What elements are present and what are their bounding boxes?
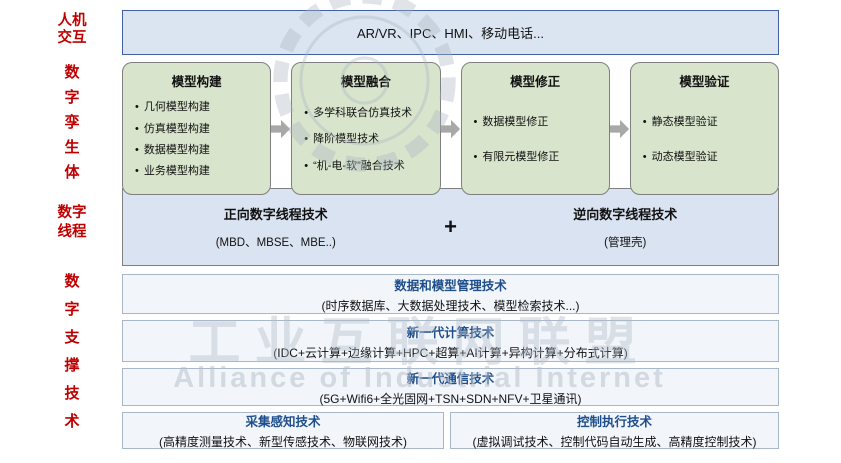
bar-title: 采集感知技术 bbox=[245, 415, 321, 429]
side-label-human-machine-interaction: 人机 交互 bbox=[57, 13, 87, 46]
model-box-item: 动态模型验证 bbox=[643, 151, 772, 165]
model-box-title: 模型验证 bbox=[679, 75, 730, 89]
model-box-item: 有限元模型修正 bbox=[474, 151, 603, 165]
forward-thread-section: 正向数字线程技术 (MBD、MBSE、MBE..) bbox=[123, 204, 429, 250]
model-process-row: 模型构建 几何模型构建 仿真模型构建 数据模型构建 业务模型构建 模型融合 多学… bbox=[122, 62, 779, 195]
right-arrow-icon bbox=[440, 119, 460, 138]
interaction-layer-text: AR/VR、IPC、HMI、移动电话... bbox=[356, 26, 545, 41]
model-box-item-list: 数据模型修正 有限元模型修正 bbox=[462, 90, 609, 194]
right-arrow-icon bbox=[271, 119, 291, 138]
reverse-thread-title: 逆向数字线程技术 bbox=[573, 207, 678, 222]
model-box-item-list: 多学科联合仿真技术 降阶模型技术 “机-电-软”融合技术 bbox=[292, 90, 439, 194]
side-label-digital-twin-body: 数 字 孪 生 体 bbox=[64, 64, 80, 181]
side-label-digital-support-tech: 数 字 支 撑 技 术 bbox=[64, 273, 80, 430]
next-gen-computing-bar: 新一代计算技术 (IDC+云计算+边缘计算+HPC+超算+AI计算+异构计算+分… bbox=[122, 320, 779, 362]
bar-subtitle: (IDC+云计算+边缘计算+HPC+超算+AI计算+异构计算+分布式计算) bbox=[273, 345, 628, 360]
model-box-item-list: 几何模型构建 仿真模型构建 数据模型构建 业务模型构建 bbox=[123, 90, 270, 194]
model-box-item: 几何模型构建 bbox=[135, 101, 264, 115]
bar-title: 新一代通信技术 bbox=[406, 371, 495, 386]
model-box-fusion: 模型融合 多学科联合仿真技术 降阶模型技术 “机-电-软”融合技术 bbox=[291, 62, 441, 195]
model-box-item: 业务模型构建 bbox=[135, 165, 264, 179]
model-box-correction: 模型修正 数据模型修正 有限元模型修正 bbox=[460, 62, 610, 195]
interaction-layer-bar: AR/VR、IPC、HMI、移动电话... bbox=[122, 10, 779, 55]
model-box-title: 模型构建 bbox=[171, 75, 222, 89]
control-execution-bar: 控制执行技术 (虚拟调试技术、控制代码自动生成、高精度控制技术) bbox=[450, 412, 779, 449]
model-box-item: 多学科联合仿真技术 bbox=[304, 107, 433, 121]
bar-subtitle: (时序数据库、大数据处理技术、模型检索技术...) bbox=[321, 298, 580, 313]
plus-sign: + bbox=[444, 214, 457, 239]
model-box-title: 模型修正 bbox=[510, 75, 561, 89]
digital-thread-bar: 正向数字线程技术 (MBD、MBSE、MBE..) + 逆向数字线程技术 (管理… bbox=[122, 188, 779, 266]
model-box-title: 模型融合 bbox=[340, 75, 391, 89]
model-box-item: 数据模型构建 bbox=[135, 144, 264, 158]
model-box-item: 降阶模型技术 bbox=[304, 133, 433, 147]
model-box-item: 数据模型修正 bbox=[474, 116, 603, 130]
data-model-management-bar: 数据和模型管理技术 (时序数据库、大数据处理技术、模型检索技术...) bbox=[122, 274, 779, 314]
reverse-thread-section: 逆向数字线程技术 (管理壳) bbox=[473, 204, 779, 250]
model-box-validation: 模型验证 静态模型验证 动态模型验证 bbox=[629, 62, 779, 195]
side-label-digital-thread: 数字 线程 bbox=[57, 205, 87, 240]
bar-subtitle: (5G+Wifi6+全光固网+TSN+SDN+NFV+卫星通讯) bbox=[319, 391, 582, 406]
forward-thread-title: 正向数字线程技术 bbox=[223, 207, 328, 222]
forward-thread-subtitle: (MBD、MBSE、MBE..) bbox=[215, 237, 336, 249]
model-box-item: 仿真模型构建 bbox=[135, 123, 264, 137]
bar-subtitle: (高精度测量技术、新型传感技术、物联网技术) bbox=[159, 435, 407, 449]
bar-title: 控制执行技术 bbox=[576, 415, 652, 429]
bar-title: 新一代计算技术 bbox=[406, 325, 495, 340]
right-arrow-icon bbox=[609, 119, 629, 138]
next-gen-communication-bar: 新一代通信技术 (5G+Wifi6+全光固网+TSN+SDN+NFV+卫星通讯) bbox=[122, 368, 779, 406]
model-box-construction: 模型构建 几何模型构建 仿真模型构建 数据模型构建 业务模型构建 bbox=[122, 62, 272, 195]
sensing-acquisition-bar: 采集感知技术 (高精度测量技术、新型传感技术、物联网技术) bbox=[122, 412, 444, 449]
model-box-item: “机-电-软”融合技术 bbox=[304, 160, 433, 174]
bar-title: 数据和模型管理技术 bbox=[394, 278, 507, 293]
model-box-item: 静态模型验证 bbox=[643, 116, 772, 130]
bar-subtitle: (虚拟调试技术、控制代码自动生成、高精度控制技术) bbox=[472, 435, 757, 449]
reverse-thread-subtitle: (管理壳) bbox=[604, 237, 647, 249]
model-box-item-list: 静态模型验证 动态模型验证 bbox=[631, 90, 778, 194]
